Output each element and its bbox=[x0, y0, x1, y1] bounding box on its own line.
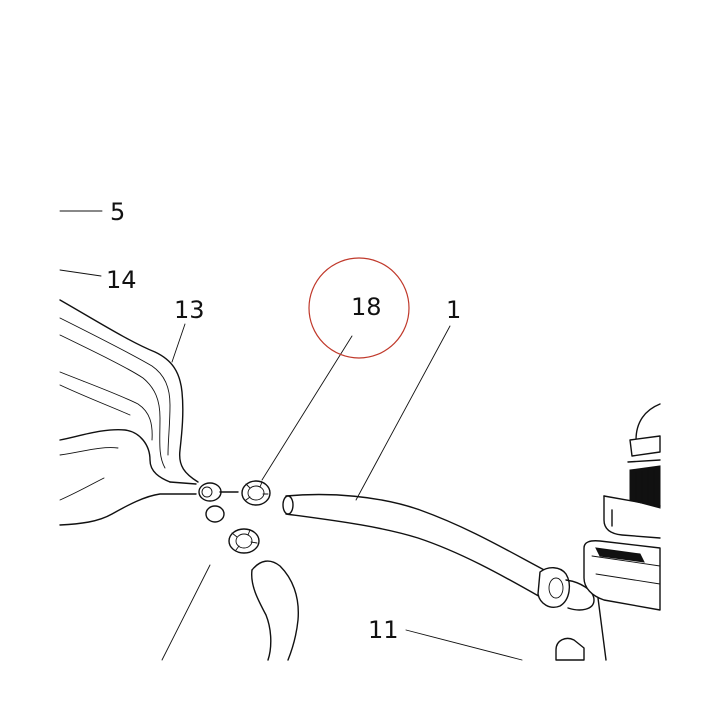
callout-18: 18 bbox=[351, 293, 382, 321]
highlight-circle bbox=[308, 257, 410, 359]
callout-14: 14 bbox=[106, 266, 137, 294]
callout-1: 1 bbox=[446, 296, 461, 324]
leader-line-11 bbox=[405, 629, 523, 661]
leader-lines bbox=[59, 210, 523, 661]
leader-line-13 bbox=[171, 323, 186, 363]
main-fuel-hose bbox=[282, 493, 595, 611]
leader-line-14 bbox=[59, 269, 102, 277]
callout-11: 11 bbox=[368, 616, 399, 644]
callout-5: 5 bbox=[110, 198, 125, 226]
callout-13: 13 bbox=[174, 296, 205, 324]
leader-line-1 bbox=[355, 325, 451, 501]
hose-clamp-upper bbox=[241, 480, 271, 506]
lower-fuel-hose bbox=[251, 560, 299, 661]
leader-line-18 bbox=[261, 335, 353, 481]
hose-clamp-lower bbox=[228, 528, 260, 554]
leader-line-lower bbox=[161, 564, 211, 661]
fuel-tank-drawing bbox=[59, 299, 199, 526]
airbox-drawing bbox=[555, 403, 661, 661]
outlet-fitting bbox=[198, 482, 239, 523]
